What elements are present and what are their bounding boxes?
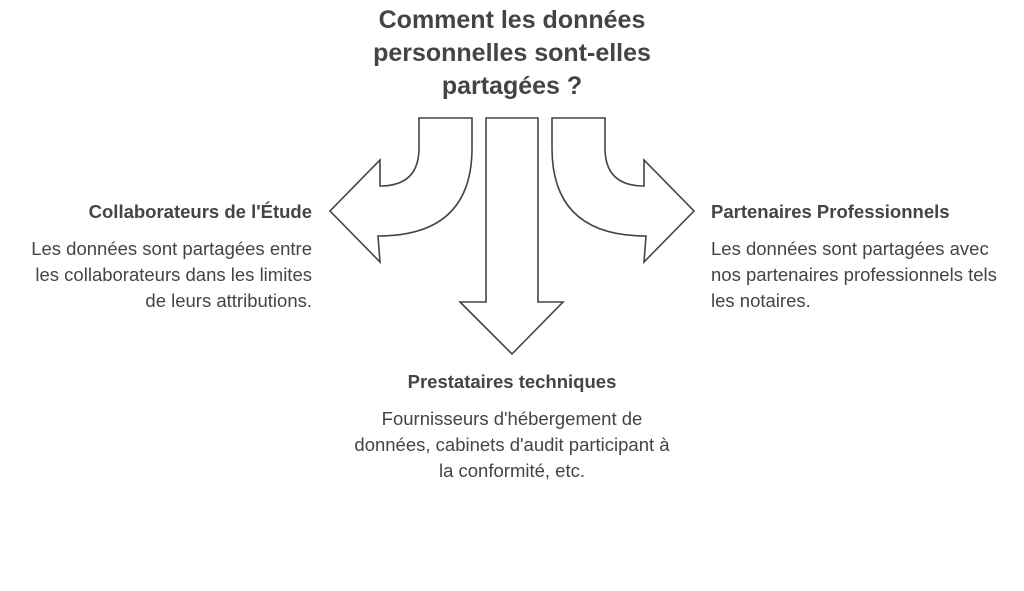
branch-text-partenaires: Les données sont partagées avec nos part… — [711, 238, 997, 311]
branch-text-collaborateurs: Les données sont partagées entre les col… — [31, 238, 312, 311]
branch-heading-partenaires: Partenaires Professionnels — [711, 201, 950, 222]
curved-arrow-right-icon — [551, 117, 696, 265]
branch-text-prestataires: Fournisseurs d'hébergement de données, c… — [354, 408, 670, 481]
arrow-down-icon — [458, 117, 565, 356]
diagram-title: Comment les données personnelles sont-el… — [373, 6, 651, 100]
branch-heading-collaborateurs: Collaborateurs de l'Étude — [88, 201, 312, 222]
branch-heading-prestataires: Prestataires techniques — [407, 371, 617, 392]
curved-arrow-left-icon — [328, 117, 473, 265]
